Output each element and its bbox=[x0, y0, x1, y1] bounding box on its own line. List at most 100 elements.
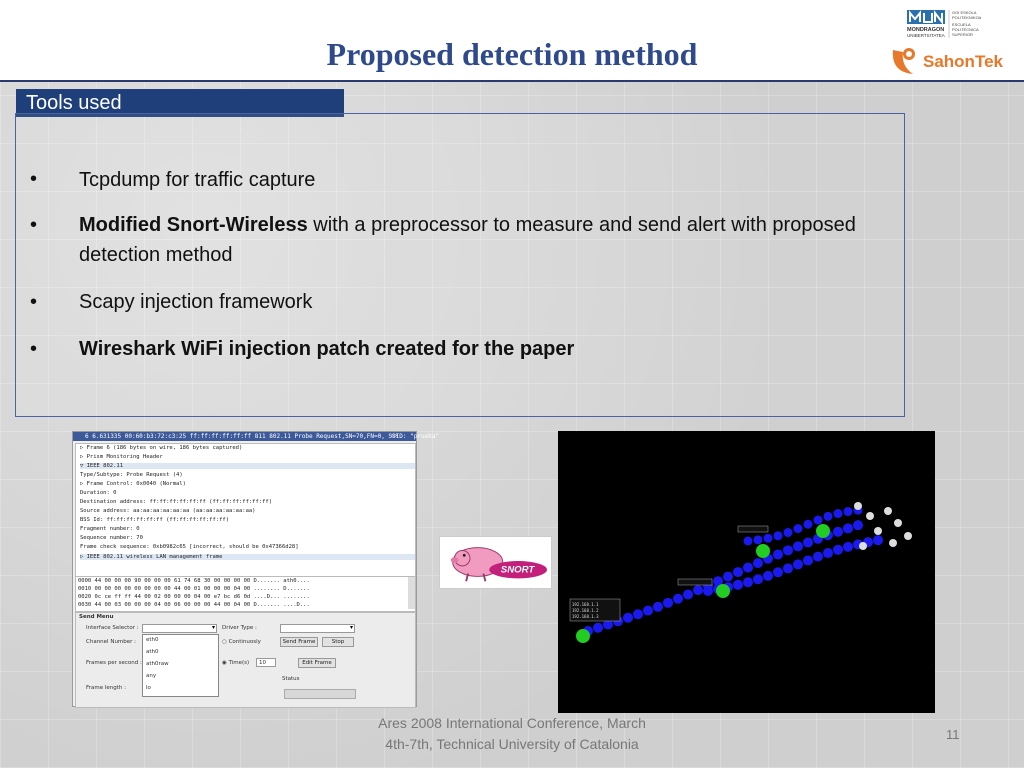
logo-mu-line5: ESCUELA bbox=[952, 22, 971, 27]
send-frame-button[interactable]: Send Frame bbox=[280, 637, 318, 647]
slide-footer: Ares 2008 International Conference, Marc… bbox=[362, 713, 662, 755]
driver-type-dropdown[interactable]: ▾ bbox=[280, 624, 355, 633]
interface-option[interactable]: ath0 bbox=[146, 649, 159, 655]
tree-line[interactable]: Destination address: ff:ff:ff:ff:ff:ff (… bbox=[80, 499, 273, 505]
graph-node bbox=[753, 558, 763, 569]
graph-node bbox=[793, 559, 803, 570]
page-number: 11 bbox=[946, 727, 960, 742]
hex-line: 0000 44 00 00 00 90 00 00 00 61 74 68 30… bbox=[78, 578, 310, 584]
graph-node bbox=[843, 541, 853, 552]
bullet-marker-1: • bbox=[30, 168, 38, 190]
window-controls-icon[interactable]: ▭✕ bbox=[391, 432, 399, 439]
bullet-marker-4: • bbox=[30, 338, 38, 360]
times-value: 10 bbox=[259, 660, 266, 666]
graph-node bbox=[683, 589, 693, 600]
tree-line[interactable]: Type/Subtype: Probe Request (4) bbox=[80, 472, 183, 478]
graph-node bbox=[773, 549, 783, 560]
snort-text: SNORT bbox=[501, 565, 536, 576]
times-label: Time(s) bbox=[228, 660, 250, 666]
bullet-marker-2: • bbox=[30, 214, 38, 236]
graph-node-highlight bbox=[576, 629, 590, 643]
bullet-text-1: Tcpdump for traffic capture bbox=[79, 165, 889, 195]
packet-hex-dump: 0000 44 00 00 00 90 00 00 00 61 74 68 30… bbox=[75, 576, 416, 612]
interface-option[interactable]: eth0 bbox=[146, 637, 159, 643]
send-menu-label: Send Menu bbox=[79, 614, 114, 620]
graph-node bbox=[763, 533, 773, 543]
graph-label-1: 192.168.1.1 bbox=[572, 602, 599, 607]
wireshark-title-bar: 6 6.631335 00:60:b3:72:c3:25 ff:ff:ff:ff… bbox=[73, 432, 439, 441]
graph-node bbox=[763, 570, 773, 581]
wireshark-screenshot: 6 6.631335 00:60:b3:72:c3:25 ff:ff:ff:ff… bbox=[72, 431, 439, 708]
graph-node bbox=[833, 509, 843, 519]
section-tab-tools-used: Tools used bbox=[16, 89, 344, 117]
graph-node bbox=[813, 515, 823, 525]
graph-node-grey bbox=[884, 507, 892, 515]
times-input[interactable]: 10 bbox=[256, 658, 276, 667]
interface-option[interactable]: lo bbox=[146, 685, 151, 691]
graph-node bbox=[713, 576, 723, 587]
channel-number-label: Channel Number : bbox=[86, 639, 137, 645]
tree-line[interactable]: Sequence number: 70 bbox=[80, 535, 143, 541]
edit-frame-button[interactable]: Edit Frame bbox=[298, 658, 336, 668]
graph-node bbox=[823, 511, 833, 521]
graph-node bbox=[773, 531, 783, 541]
frames-per-second-label: Frames per second : bbox=[86, 660, 142, 666]
network-graph-visualization: 192.168.1.1 192.168.1.2 192.168.1.3 bbox=[558, 431, 935, 713]
send-menu-panel: Send Menu Interface Selector : ▾ Driver … bbox=[75, 612, 416, 708]
graph-node-grey bbox=[889, 539, 897, 547]
logo-mu-line2: POLITEKNIKOA bbox=[952, 15, 982, 20]
snort-logo: SNORT bbox=[439, 536, 552, 589]
chevron-down-icon: ▾ bbox=[349, 624, 353, 631]
graph-node-grey bbox=[874, 527, 882, 535]
tree-line[interactable]: ▷ IEEE 802.11 wireless LAN management fr… bbox=[80, 554, 415, 560]
interface-option[interactable]: ath0raw bbox=[146, 661, 169, 667]
tree-line[interactable]: BSS Id: ff:ff:ff:ff:ff:ff (ff:ff:ff:ff:f… bbox=[80, 517, 230, 523]
graph-node-grey bbox=[866, 512, 874, 520]
driver-type-label: Driver Type : bbox=[222, 625, 257, 631]
hex-line: 0030 44 00 03 00 00 00 04 00 06 00 00 00… bbox=[78, 602, 310, 608]
status-progress-bar bbox=[284, 689, 356, 699]
graph-node bbox=[623, 612, 633, 623]
tree-line[interactable]: ▷ Prism Monitoring Header bbox=[80, 454, 163, 460]
tree-line[interactable]: Frame check sequence: 0xb0982c65 [incorr… bbox=[80, 544, 299, 550]
graph-node bbox=[783, 545, 793, 556]
continuously-radio[interactable]: ○ Continuosly bbox=[222, 639, 261, 645]
status-label: Status bbox=[282, 676, 300, 682]
graph-node bbox=[843, 523, 853, 534]
graph-node-highlight bbox=[756, 544, 770, 558]
logo-mu-line6: POLITÉCNICA bbox=[952, 27, 979, 32]
tree-line[interactable]: ▽ IEEE 802.11 bbox=[80, 463, 415, 469]
graph-node bbox=[793, 541, 803, 552]
stop-button[interactable]: Stop bbox=[322, 637, 354, 647]
times-radio[interactable]: ◉ Time(s) bbox=[222, 660, 250, 666]
graph-node bbox=[783, 528, 793, 538]
graph-node bbox=[783, 563, 793, 574]
bullet-1-text: Tcpdump for traffic capture bbox=[79, 169, 316, 191]
content-box bbox=[15, 113, 905, 417]
chevron-down-icon: ▾ bbox=[211, 624, 215, 631]
graph-nodes bbox=[576, 502, 912, 643]
graph-node bbox=[813, 551, 823, 562]
tree-line[interactable]: Source address: aa:aa:aa:aa:aa:aa (aa:aa… bbox=[80, 508, 256, 514]
hex-scrollbar[interactable] bbox=[408, 577, 415, 609]
graph-node bbox=[603, 619, 613, 630]
graph-node bbox=[833, 526, 843, 537]
graph-node-grey bbox=[904, 532, 912, 540]
graph-node-grey bbox=[894, 519, 902, 527]
hex-line: 0020 0c ce ff ff 44 00 02 00 00 00 04 00… bbox=[78, 594, 310, 600]
graph-node bbox=[663, 597, 673, 608]
tree-line[interactable]: ▷ Frame 6 (186 bytes on wire, 186 bytes … bbox=[80, 445, 243, 451]
interface-selector-dropdown[interactable]: ▾ bbox=[142, 624, 217, 633]
bullet-text-2: Modified Snort-Wireless with a preproces… bbox=[79, 210, 889, 270]
graph-node-grey bbox=[859, 542, 867, 550]
bullet-text-4: Wireshark WiFi injection patch created f… bbox=[79, 334, 889, 364]
tree-line[interactable]: ▷ Frame Control: 0x0040 (Normal) bbox=[80, 481, 186, 487]
graph-node bbox=[803, 519, 813, 529]
sahontek-logo: SahonTek bbox=[892, 48, 1004, 74]
graph-node bbox=[743, 562, 753, 573]
bullet-4-bold: Wireshark WiFi injection patch created f… bbox=[79, 338, 575, 360]
graph-node bbox=[753, 574, 763, 585]
tree-line[interactable]: Fragment number: 0 bbox=[80, 526, 140, 532]
interface-option[interactable]: any bbox=[146, 673, 157, 679]
tree-line[interactable]: Duration: 0 bbox=[80, 490, 117, 496]
